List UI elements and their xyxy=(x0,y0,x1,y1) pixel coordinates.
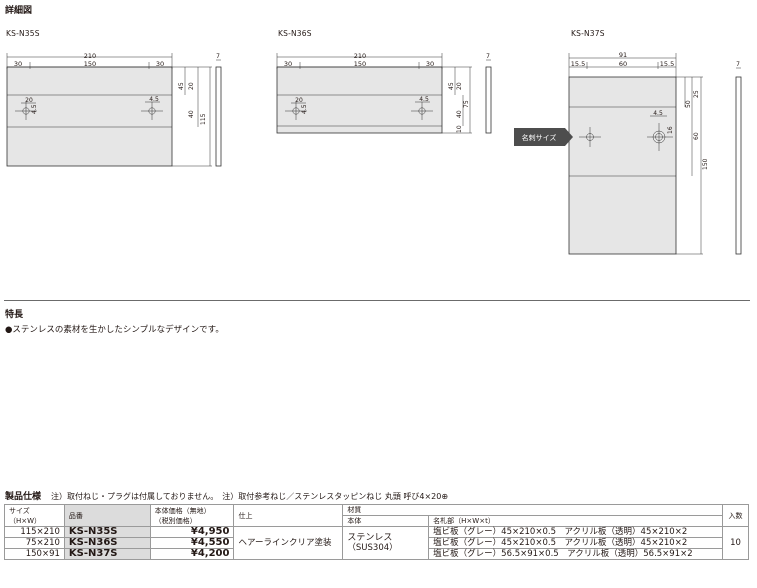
dim-right: 30 xyxy=(426,60,434,68)
panel-body xyxy=(568,76,677,255)
header-price: 本体価格（無地）（税別価格） xyxy=(149,504,235,527)
cell-size: 115×210 xyxy=(4,526,65,538)
panel-body xyxy=(6,66,173,167)
dim-h45: 45 xyxy=(178,82,185,90)
header-body: 本体 xyxy=(342,515,430,527)
header-model: 品番 xyxy=(63,504,151,527)
spec-row-ks-n37s: 150×91 KS-N37S ¥4,200 塩ビ板（グレー）56.5×91×0.… xyxy=(4,548,749,560)
spec-title: 製品仕様 xyxy=(5,492,42,502)
dim-h60: 60 xyxy=(693,132,700,140)
dim-left: 15.5 xyxy=(571,60,585,68)
dim-h45: 45 xyxy=(448,82,455,90)
cell-price: ¥4,950 xyxy=(149,526,235,538)
cell-price: ¥4,550 xyxy=(149,537,235,549)
business-card-callout-tag xyxy=(514,128,573,146)
cell-model: KS-N37S xyxy=(63,548,151,560)
dim-h10: 10 xyxy=(456,125,463,133)
drawing-ks-n35s: 210 30 150 30 45 20 40 115 20 4.5 4.5 7 xyxy=(6,52,222,167)
drawing-label-ks-n35s: KS-N35S xyxy=(6,29,40,38)
dim-h75: 75 xyxy=(463,100,470,108)
dim-h20: 20 xyxy=(456,82,463,90)
panel-body xyxy=(276,66,443,134)
side-profile xyxy=(485,66,492,134)
dim-left: 30 xyxy=(284,60,292,68)
header-size: サイズ（H×W） xyxy=(4,504,65,527)
cell-size: 75×210 xyxy=(4,537,65,549)
header-qty: 入数 xyxy=(721,504,750,527)
dim-thickness: 7 xyxy=(216,53,220,60)
spec-header: 製品仕様注）取付ねじ・プラグは付属しておりません。 注）取付参考ねじ／ステンレス… xyxy=(5,489,448,502)
dim-hole-20: 20 xyxy=(25,97,33,104)
business-card-callout: 名刺サイズ xyxy=(522,133,557,142)
dim-h25: 25 xyxy=(693,90,700,98)
dim-center: 60 xyxy=(619,60,627,68)
cell-finish: ヘアーラインクリア塗装 xyxy=(233,526,344,560)
dim-right: 30 xyxy=(156,60,164,68)
spec-header-row: サイズ（H×W） 品番 本体価格（無地）（税別価格） 仕上 材質 入数 xyxy=(4,504,750,527)
dim-width: 91 xyxy=(619,51,627,59)
header-finish: 仕上 xyxy=(233,504,344,527)
drawing-ks-n37s: 名刺サイズ 91 15.5 60 15.5 50 25 60 150 4.5 1… xyxy=(514,51,742,255)
dim-h115: 115 xyxy=(200,113,207,125)
side-profile xyxy=(215,66,222,167)
spec-table: サイズ（H×W） 品番 本体価格（無地）（税別価格） 仕上 材質 入数 本体 名… xyxy=(4,504,750,560)
dim-hole-45a: 4.5 xyxy=(301,104,308,114)
drawing-label-ks-n36s: KS-N36S xyxy=(278,29,312,38)
dim-width: 210 xyxy=(84,52,96,60)
spec-row-ks-n36s: 75×210 KS-N36S ¥4,550 塩ビ板（グレー）45×210×0.5… xyxy=(4,537,749,549)
dim-hole-45b: 4.5 xyxy=(149,96,159,103)
cell-model: KS-N36S xyxy=(63,537,151,549)
cell-plate: 塩ビ板（グレー）45×210×0.5 アクリル板（透明）45×210×2 xyxy=(428,526,723,538)
side-profile xyxy=(735,76,742,255)
spec-row-ks-n35s: 115×210 KS-N35S ¥4,950 ヘアーラインクリア塗装 ステンレス… xyxy=(4,526,750,560)
cell-price: ¥4,200 xyxy=(149,548,235,560)
cell-body-material: ステンレス（SUS304） xyxy=(342,526,430,560)
drawing-ks-n36s: 210 30 150 30 45 20 40 75 10 20 4.5 4.5 … xyxy=(276,52,492,134)
features-title: 特長 xyxy=(5,310,24,320)
dim-h50: 50 xyxy=(685,100,692,108)
spec-note: 注）取付ねじ・プラグは付属しておりません。 注）取付参考ねじ／ステンレスタッピン… xyxy=(51,492,449,501)
dim-hole-16: 16 xyxy=(667,126,674,134)
cell-size: 150×91 xyxy=(4,548,65,560)
dim-hole-45: 4.5 xyxy=(653,110,663,117)
cell-qty: 10 xyxy=(721,526,750,560)
dim-hole-20: 20 xyxy=(295,97,303,104)
cell-model: KS-N35S xyxy=(63,526,151,538)
header-plate: 名札部（H×W×t） xyxy=(428,515,723,527)
dim-thickness: 7 xyxy=(736,61,740,68)
dim-h150: 150 xyxy=(702,158,709,170)
dim-hole-45a: 4.5 xyxy=(31,104,38,114)
cell-plate: 塩ビ板（グレー）45×210×0.5 アクリル板（透明）45×210×2 xyxy=(428,537,723,549)
cell-plate: 塩ビ板（グレー）56.5×91×0.5 アクリル板（透明）56.5×91×2 xyxy=(428,548,723,560)
drawing-label-ks-n37s: KS-N37S xyxy=(571,29,605,38)
dim-right: 15.5 xyxy=(660,60,674,68)
dim-h20: 20 xyxy=(188,82,195,90)
dim-h40: 40 xyxy=(456,110,463,118)
dim-center: 150 xyxy=(354,60,366,68)
dim-h40: 40 xyxy=(188,110,195,118)
dim-thickness: 7 xyxy=(486,53,490,60)
dim-center: 150 xyxy=(84,60,96,68)
dim-hole-45b: 4.5 xyxy=(419,96,429,103)
detail-drawing-title: 詳細図 xyxy=(5,6,33,16)
section-divider xyxy=(4,300,750,301)
feature-item: ●ステンレスの素材を生かしたシンプルなデザインです。 xyxy=(5,325,224,335)
dim-width: 210 xyxy=(354,52,366,60)
dim-left: 30 xyxy=(14,60,22,68)
header-material: 材質 xyxy=(342,504,723,516)
